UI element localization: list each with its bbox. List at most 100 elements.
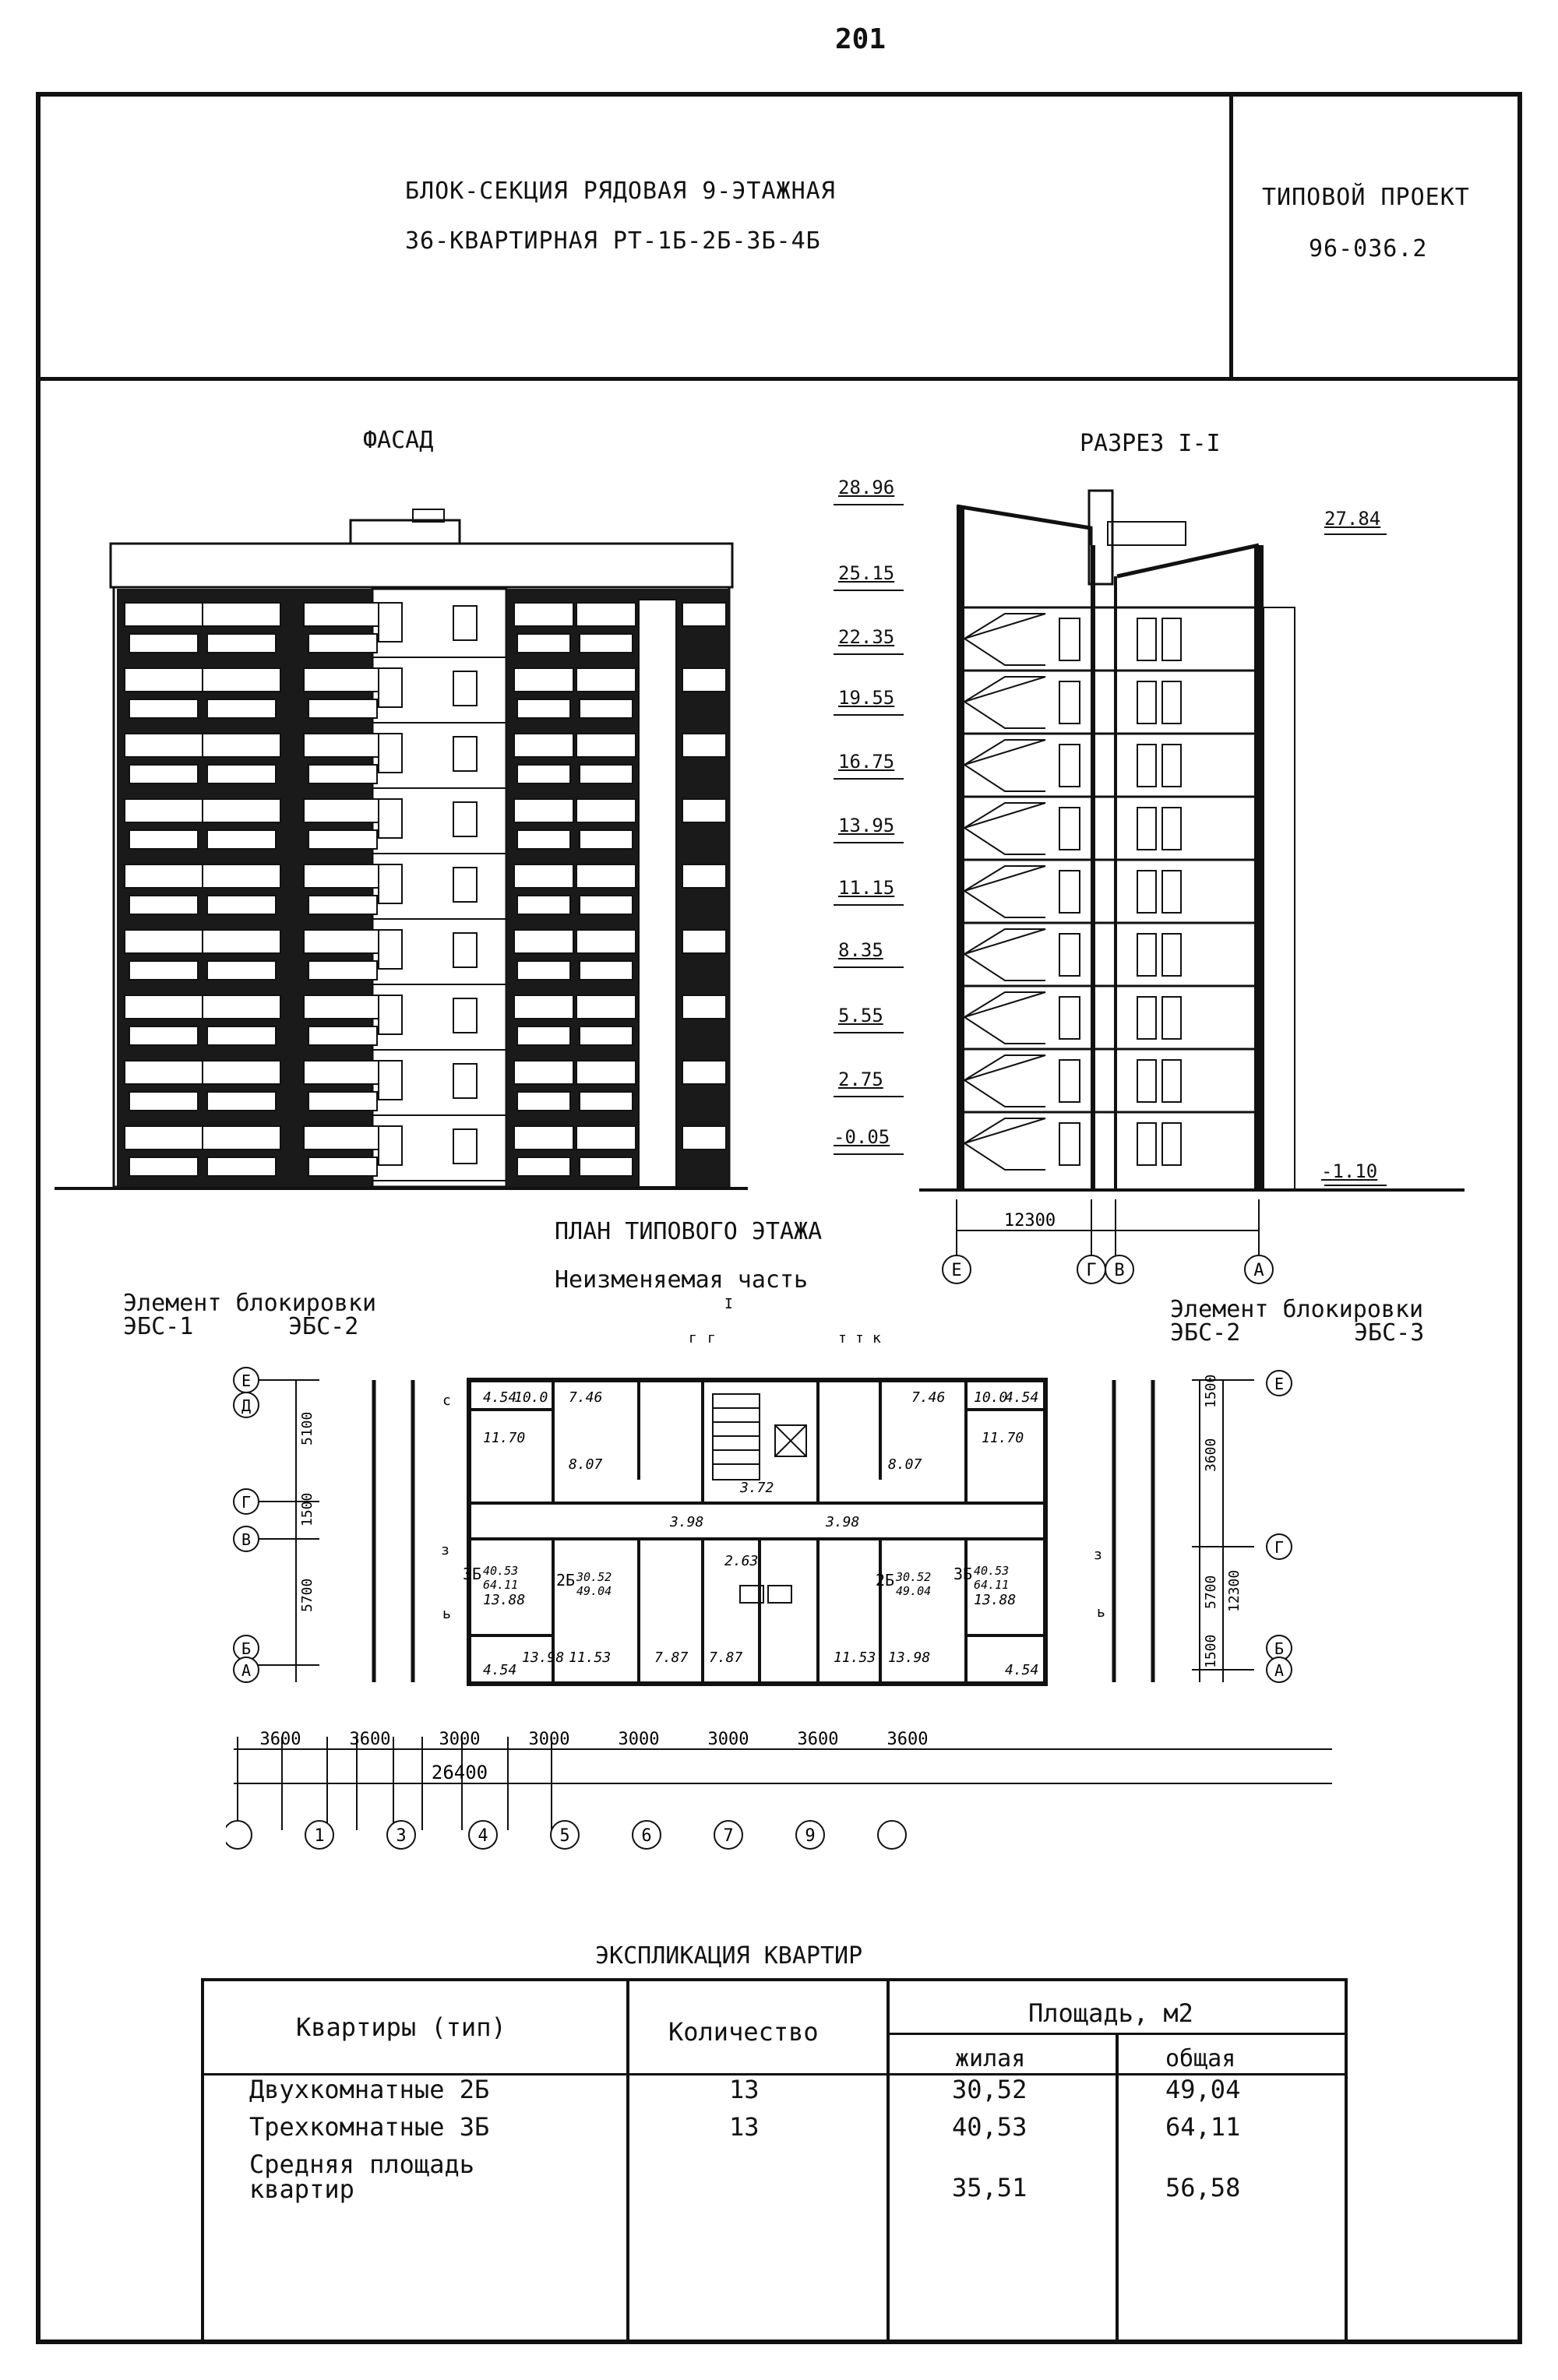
facade-balcony [513,798,574,823]
facade-balcony [124,667,203,692]
room-area-label: 11.70 [982,1430,1024,1446]
header-divider [36,377,1522,381]
plan-axis-label: 4 [478,1826,488,1846]
elevation-mark: 2.75 [838,1069,883,1090]
plan-axis-label: 7 [723,1826,733,1846]
facade-balcony [303,667,382,692]
facade-window [378,602,403,643]
section-door [1059,1122,1080,1166]
facade-balcony-rail [206,1091,277,1111]
facade-balcony-rail [308,1026,378,1046]
facade-balcony [124,864,203,889]
room-area-label: 11.53 [569,1649,611,1666]
apartment-living-area: 30.52 [576,1570,612,1584]
facade-balcony [682,995,727,1019]
room-area-label: 10.0 [974,1389,1007,1406]
facade-window [453,1128,478,1164]
elevation-mark-ground: -1.10 [1321,1160,1378,1182]
section-door [1059,807,1080,850]
room-area-label: 7.46 [911,1389,945,1406]
facade-balcony [124,798,203,823]
plan-axis-label: Б [1274,1639,1284,1658]
facade-window [453,867,478,903]
section-axis-label: В [1114,1261,1124,1280]
facade-window [378,995,403,1035]
facade-balcony-rail [516,699,571,719]
section-door [1059,933,1080,977]
right-element-code: ЭБС-3 [1354,1319,1425,1347]
plan-axis-bubble [714,1820,743,1850]
elevation-mark: -0.05 [834,1126,890,1148]
facade-balcony [576,667,636,692]
facade-balcony [202,995,281,1019]
facade-title: ФАСАД [363,427,434,454]
row-total: 49,04 [1165,2075,1241,2104]
facade-balcony-rail [516,1157,571,1177]
facade-balcony [513,1125,574,1150]
section-door [1161,807,1182,850]
elevation-mark: 25.15 [838,562,895,584]
facade-balcony-rail [129,1091,199,1111]
facade-window [453,998,478,1033]
apartment-living-area: 40.53 [974,1564,1009,1578]
plan-bottom-dim: 3000 [619,1730,660,1749]
facade-balcony [682,798,727,823]
section-axis-label: Е [951,1261,961,1280]
facade-balcony [124,1125,203,1150]
header-vertical-divider [1229,92,1233,378]
facade-balcony [513,1060,574,1085]
facade-window [453,605,478,641]
facade-balcony [303,1060,382,1085]
facade-balcony-rail [308,960,378,981]
facade-balcony [303,864,382,889]
apartment-total-area: 64.11 [483,1578,518,1592]
plan-axis-label: А [241,1661,251,1680]
facade-balcony [303,733,382,758]
plan-bottom-dim: 3600 [260,1730,301,1749]
section-drawing: 12300 Е Г В А [834,489,1465,1284]
section-stair-flight [962,991,1046,1044]
facade-balcony-rail [129,1157,199,1177]
plan-axis-label: В [241,1530,251,1549]
facade-balcony-rail [129,764,199,784]
plan-subtitle: Неизменяемая часть [555,1266,809,1294]
section-door [1137,681,1157,724]
plan-axis-bubble [795,1820,825,1850]
facade-balcony-rail [579,1157,633,1177]
elevation-mark: 11.15 [838,877,895,899]
section-door [1161,681,1182,724]
facade-balcony [202,798,281,823]
facade-balcony-rail [579,699,633,719]
room-area-label: 4.54 [1005,1662,1038,1678]
room-area-label: 8.07 [569,1456,603,1473]
room-area-label: 11.53 [834,1649,876,1666]
section-stair-flight [962,739,1046,792]
plan-bottom-dim: 3000 [439,1730,481,1749]
section-door [1161,744,1182,787]
section-stair-flight [962,1054,1046,1107]
section-door [1161,1122,1182,1166]
facade-window [378,864,403,904]
facade-window [453,671,478,706]
table-divider [201,2073,1348,2075]
room-area-label: 13.88 [483,1592,525,1608]
plan-axis-label: 1 [314,1826,324,1846]
facade-balcony-rail [516,633,571,653]
plan-bottom-dim: 3600 [350,1730,391,1749]
facade-balcony [202,929,281,954]
plan-axis-bubble [632,1820,661,1850]
facade-balcony [124,1060,203,1085]
section-axis-label: А [1253,1261,1264,1280]
section-stair-flight [962,676,1046,729]
plan-dim: 5100 [299,1412,315,1445]
cut-mark-label: г [707,1330,716,1347]
cut-mark-label: з [441,1542,449,1558]
plan-bottom-dim: 3600 [798,1730,839,1749]
facade-balcony [682,1125,727,1150]
facade-balcony [303,1125,382,1150]
sheet-frame [36,92,1522,2344]
plan-axis-bubble [877,1820,907,1850]
plan-title: ПЛАН ТИПОВОГО ЭТАЖА [555,1218,823,1245]
facade-balcony-rail [206,1026,277,1046]
header-living: жилая [955,2045,1026,2072]
